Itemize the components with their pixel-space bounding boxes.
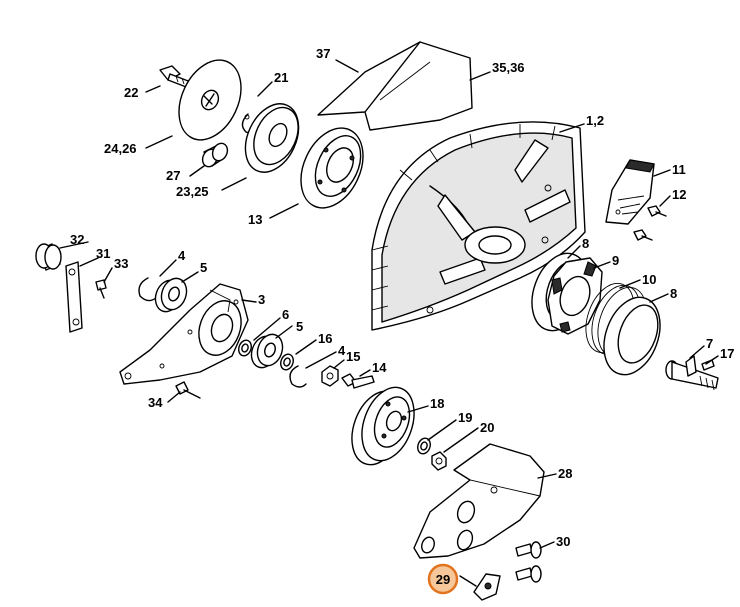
label-11: 11 (672, 162, 686, 177)
label-15: 15 (346, 349, 360, 364)
label-9: 9 (612, 253, 619, 268)
label-5-upper: 5 (200, 260, 207, 275)
part-6-ring[interactable] (237, 338, 254, 357)
label-20: 20 (480, 420, 494, 435)
label-23-25: 23,25 (176, 184, 209, 199)
part-17-pin[interactable] (701, 359, 715, 371)
label-12: 12 (672, 187, 686, 202)
label-14: 14 (372, 360, 387, 375)
label-7: 7 (706, 336, 713, 351)
label-24-26: 24,26 (104, 141, 137, 156)
label-33: 33 (114, 256, 128, 271)
part-19-washer[interactable] (416, 436, 433, 455)
part-5-bearing-lower[interactable] (247, 331, 286, 371)
part-13-bearing-housing[interactable] (289, 118, 375, 218)
label-3: 3 (258, 292, 265, 307)
label-34: 34 (148, 395, 163, 410)
label-35-36: 35,36 (492, 60, 525, 75)
part-20-nut[interactable] (431, 451, 447, 471)
label-18: 18 (430, 396, 444, 411)
part-11-handle[interactable] (605, 159, 655, 225)
part-32-damper[interactable] (35, 243, 62, 271)
part-31-strap[interactable] (65, 261, 83, 333)
label-8-lower: 8 (670, 286, 677, 301)
label-4-lower: 4 (338, 343, 346, 358)
label-32: 32 (70, 232, 84, 247)
part-12-screw[interactable] (633, 205, 667, 241)
part-9-clutch-hub[interactable] (547, 257, 603, 335)
part-1-wheel-guard[interactable] (371, 121, 586, 331)
part-23-flange[interactable] (235, 95, 309, 181)
part-34-screw[interactable] (175, 381, 201, 399)
label-30: 30 (556, 534, 570, 549)
label-16: 16 (318, 331, 332, 346)
label-29: 29 (436, 572, 450, 587)
label-17: 17 (720, 346, 734, 361)
part-37-guard-sheet[interactable] (317, 41, 473, 131)
label-4-upper: 4 (178, 248, 186, 263)
part-labels: 37 35,36 1,2 22 21 24,26 27 23,25 13 11 … (70, 46, 734, 549)
label-21: 21 (274, 70, 288, 85)
label-10: 10 (642, 272, 656, 287)
part-28-belt-cover[interactable] (413, 443, 545, 559)
label-8-upper: 8 (582, 236, 589, 251)
part-4-circlip-lower[interactable] (289, 365, 307, 388)
part-3-bearing-plate[interactable] (119, 283, 249, 385)
label-6: 6 (282, 307, 289, 322)
part-4-circlip-upper[interactable] (138, 277, 157, 302)
part-8-ring-lower[interactable] (594, 290, 670, 383)
part-7-shaft[interactable] (665, 355, 719, 391)
label-31: 31 (96, 246, 110, 261)
label-28: 28 (558, 466, 572, 481)
part-29-clamp-plate[interactable] (459, 573, 501, 601)
label-19: 19 (458, 410, 472, 425)
part-5-bearing-upper[interactable] (151, 275, 190, 315)
part-14-bolt[interactable] (341, 373, 375, 389)
label-27: 27 (166, 168, 180, 183)
leader-lines (59, 59, 719, 549)
part-27-bushing[interactable] (200, 141, 230, 169)
label-1-2: 1,2 (586, 113, 604, 128)
part-15-nut[interactable] (321, 365, 339, 387)
label-5-lower: 5 (296, 319, 303, 334)
part-16-washer[interactable] (279, 352, 296, 371)
part-30-knob[interactable] (515, 541, 542, 583)
part-18-pulley[interactable] (342, 380, 423, 472)
label-22: 22 (124, 85, 138, 100)
part-24-disc[interactable] (167, 50, 253, 150)
part-33-screw[interactable] (95, 279, 107, 299)
label-37: 37 (316, 46, 330, 61)
highlight-29[interactable]: 29 (427, 563, 459, 595)
label-13: 13 (248, 212, 262, 227)
